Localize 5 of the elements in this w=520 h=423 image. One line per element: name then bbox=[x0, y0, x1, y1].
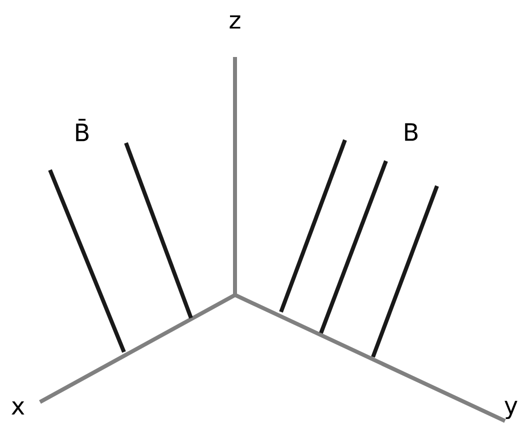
axis-label: B̄ bbox=[76, 118, 89, 142]
axis-label: z bbox=[230, 15, 240, 29]
axis-label: x bbox=[12, 401, 24, 415]
axis-label: B bbox=[405, 123, 418, 141]
axis-label: y bbox=[504, 400, 518, 420]
